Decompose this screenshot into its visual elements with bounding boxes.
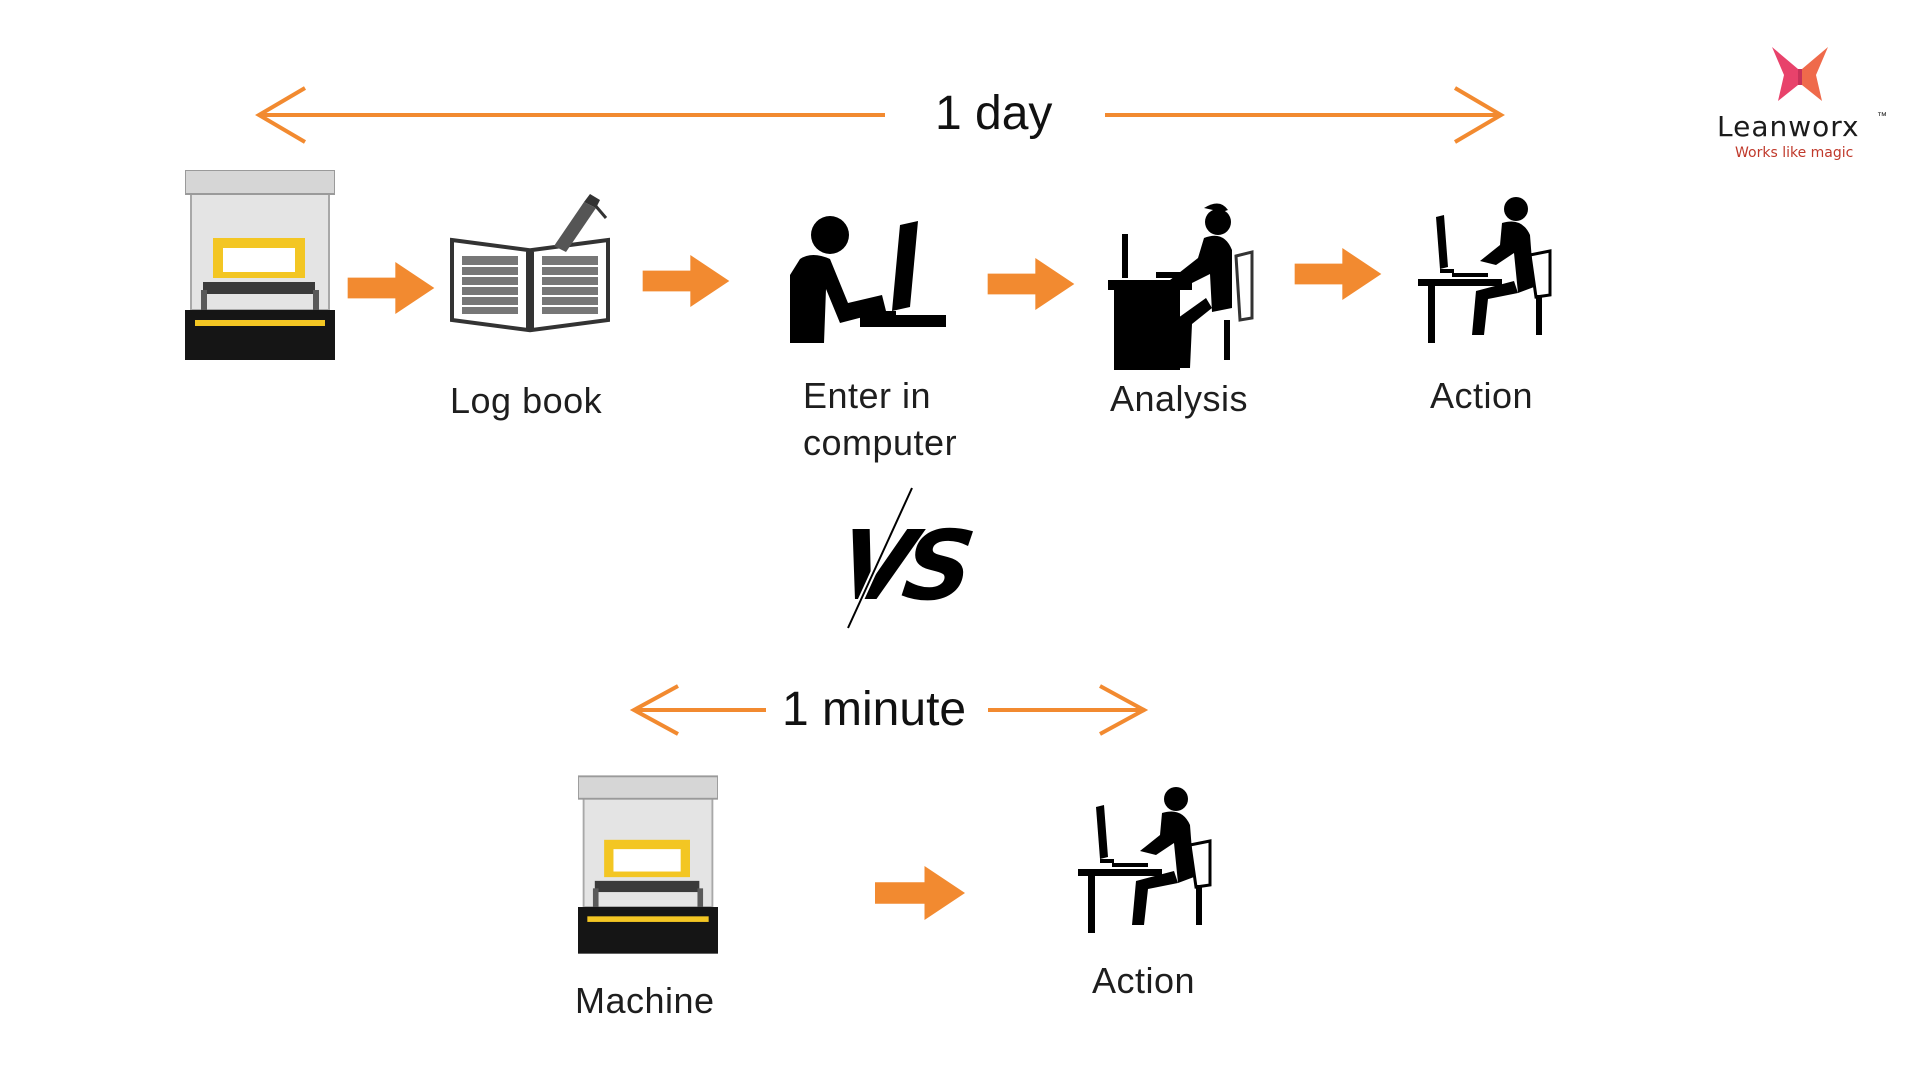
step-label-analysis: Analysis (1110, 378, 1249, 419)
step-label-action-bottom: Action (1092, 960, 1196, 1001)
trademark-mark: ™ (1877, 111, 1887, 122)
step-label-machine: Machine (575, 980, 715, 1021)
left-arrow-icon (629, 684, 766, 736)
person-workstation-icon (1078, 785, 1218, 935)
person-computer-icon (790, 216, 946, 343)
versus-mark: VS (830, 486, 971, 630)
person-workstation-icon (1418, 195, 1558, 345)
person-desk-icon (1108, 203, 1254, 370)
flow-arrow-icon (640, 255, 732, 307)
flow-arrow-icon (345, 262, 437, 314)
flow-arrow-icon (985, 258, 1077, 310)
logbook-icon (450, 194, 610, 333)
bottom-duration-label: 1 minute (782, 683, 967, 736)
left-arrow-icon (255, 86, 885, 144)
step-label-enter-computer: Enter in computer (803, 372, 957, 466)
top-duration-indicator: 1 day (255, 80, 1505, 150)
bottom-duration-indicator: 1 minute (629, 680, 1150, 740)
step-label-action-top: Action (1430, 375, 1534, 416)
slash-icon (845, 486, 915, 630)
press-machine-icon (578, 770, 718, 960)
step-label-enter-line1: Enter in (803, 375, 932, 416)
step-label-logbook: Log book (450, 380, 603, 421)
step-label-enter-line2: computer (803, 422, 958, 463)
right-arrow-icon (988, 684, 1149, 736)
leanworx-logo: Leanworx ™ Works like magic (1705, 45, 1895, 165)
brand-tagline: Works like magic (1735, 145, 1854, 161)
top-duration-label: 1 day (935, 87, 1053, 140)
flow-arrow-icon (1292, 248, 1384, 300)
right-arrow-icon (1105, 86, 1505, 144)
flow-arrow-icon (872, 866, 968, 920)
leanworx-mark-icon (1772, 47, 1828, 101)
press-machine-icon (185, 170, 335, 360)
brand-name: Leanworx (1717, 110, 1860, 143)
